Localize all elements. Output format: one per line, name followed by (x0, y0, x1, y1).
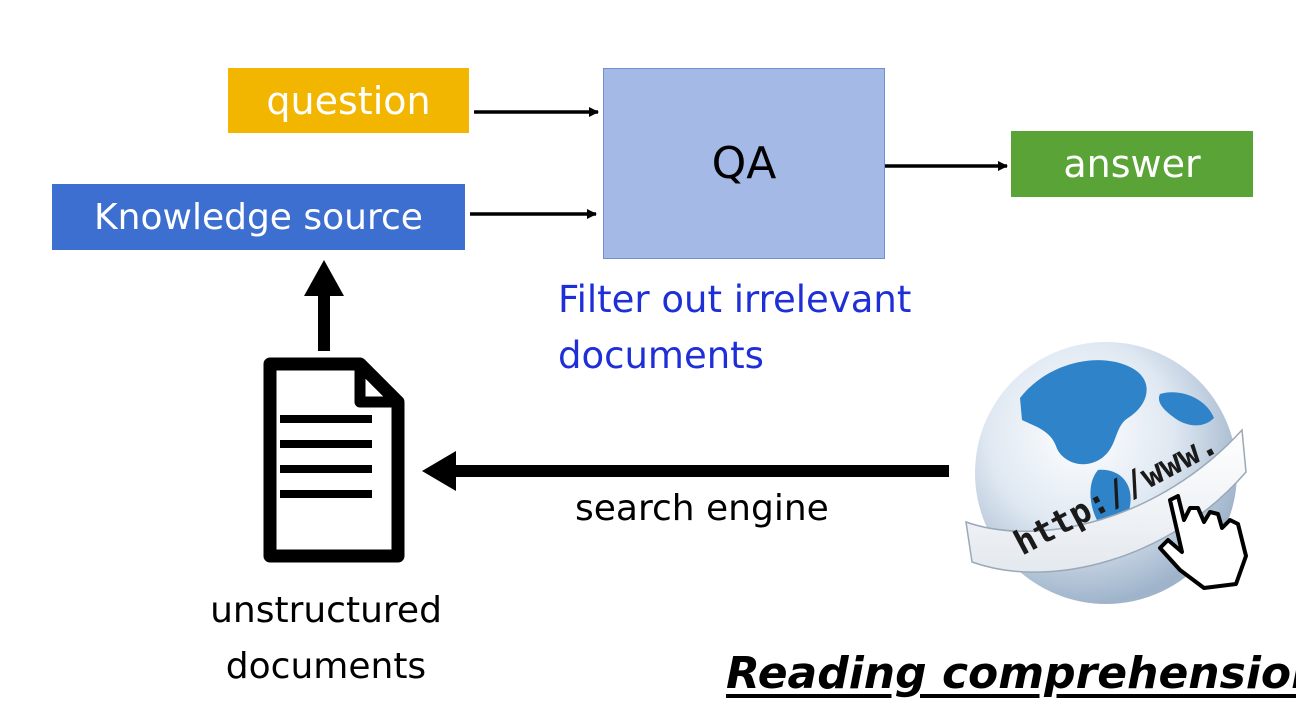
filter-line-1: Filter out irrelevant (558, 278, 912, 321)
answer-box: answer (1011, 131, 1253, 197)
unstructured-documents-label: unstructured documents (170, 583, 482, 695)
answer-label: answer (1063, 142, 1201, 186)
search-engine-label: search engine (575, 488, 829, 529)
document-icon (263, 357, 405, 563)
question-label: question (266, 78, 431, 123)
globe-icon: http://www. (965, 342, 1248, 604)
reading-comprehension-title: Reading comprehension (726, 648, 1296, 699)
filter-line-2: documents (558, 334, 764, 377)
arrow-documents-to-knowledge (304, 260, 344, 351)
unstructured-line-1: unstructured (210, 590, 442, 631)
arrow-web-to-documents (422, 451, 949, 491)
unstructured-line-2: documents (225, 646, 427, 687)
filter-annotation: Filter out irrelevant documents (558, 272, 911, 384)
qa-label: QA (711, 138, 777, 189)
hand-cursor-icon (1158, 494, 1248, 590)
knowledge-source-label: Knowledge source (94, 196, 423, 238)
qa-box: QA (603, 68, 885, 259)
knowledge-source-box: Knowledge source (52, 184, 465, 250)
question-box: question (228, 68, 469, 133)
